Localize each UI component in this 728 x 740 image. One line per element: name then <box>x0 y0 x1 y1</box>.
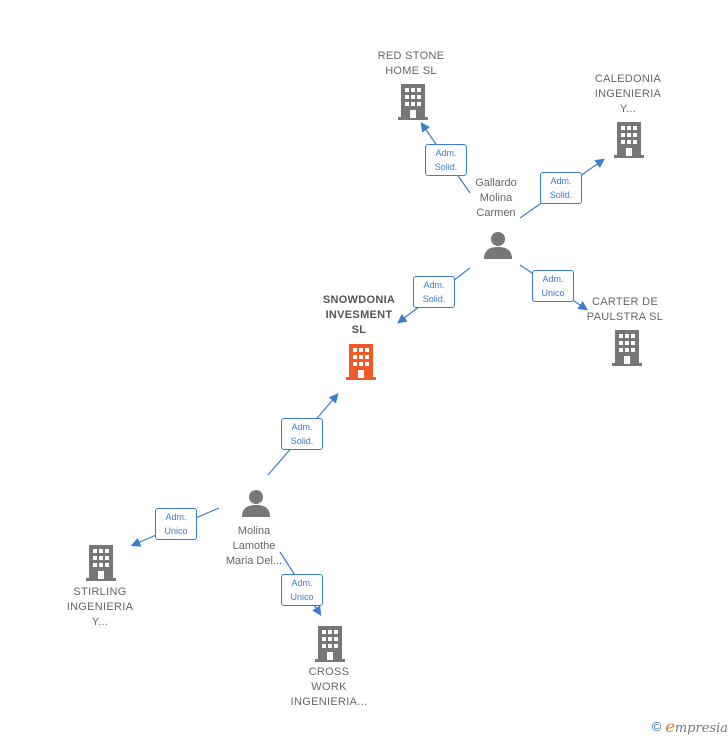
relation-type: Unico <box>541 288 565 298</box>
building-icon[interactable] <box>315 626 345 662</box>
relation-type: Solid. <box>290 436 314 446</box>
relation-role: Adm. <box>435 148 457 158</box>
relation-badge-cross-work[interactable]: Adm. Unico <box>281 574 323 606</box>
relation-type: Solid. <box>422 294 446 304</box>
person-icon[interactable] <box>241 488 271 518</box>
relation-badge-stirling[interactable]: Adm. Unico <box>155 508 197 540</box>
relation-role: Adm. <box>550 176 572 186</box>
footer-brand: © empresia <box>652 717 728 736</box>
relation-badge-snowdonia-gallardo[interactable]: Adm. Solid. <box>413 276 455 308</box>
brand-logo[interactable]: empresia <box>665 717 728 736</box>
building-icon[interactable] <box>614 122 644 158</box>
company-label-stirling[interactable]: STIRLING INGENIERIA Y... <box>66 586 134 628</box>
relation-role: Adm. <box>165 512 187 522</box>
building-icon[interactable] <box>398 84 428 120</box>
company-label-snowdonia[interactable]: SNOWDONIA INVESMENT SL <box>322 294 396 336</box>
relation-badge-carter[interactable]: Adm. Unico <box>532 270 574 302</box>
relation-role: Adm. <box>542 274 564 284</box>
relation-role: Adm. <box>291 578 313 588</box>
copyright-icon: © <box>651 719 662 734</box>
building-icon[interactable] <box>86 545 116 581</box>
person-icon[interactable] <box>483 230 513 260</box>
company-label-cross-work[interactable]: CROSS WORK INGENIERIA... <box>290 666 368 708</box>
building-icon[interactable] <box>612 330 642 366</box>
relation-role: Adm. <box>291 422 313 432</box>
company-label-carter[interactable]: CARTER DE PAULSTRA SL <box>586 296 664 323</box>
relation-type: Unico <box>164 526 188 536</box>
person-label-gallardo[interactable]: Gallardo Molina Carmen <box>475 177 517 219</box>
company-label-caledonia[interactable]: CALEDONIA INGENIERIA Y... <box>594 73 662 115</box>
relation-type: Unico <box>290 592 314 602</box>
building-icon-highlighted[interactable] <box>346 344 376 380</box>
company-label-red-stone[interactable]: RED STONE HOME SL <box>377 50 445 77</box>
relation-role: Adm. <box>423 280 445 290</box>
relation-badge-red-stone[interactable]: Adm. Solid. <box>425 144 467 176</box>
relation-badge-caledonia[interactable]: Adm. Solid. <box>540 172 582 204</box>
relation-type: Solid. <box>434 162 458 172</box>
person-label-molina[interactable]: Molina Lamothe Maria Del... <box>225 525 283 567</box>
relation-type: Solid. <box>549 190 573 200</box>
relation-badge-snowdonia-molina[interactable]: Adm. Solid. <box>281 418 323 450</box>
